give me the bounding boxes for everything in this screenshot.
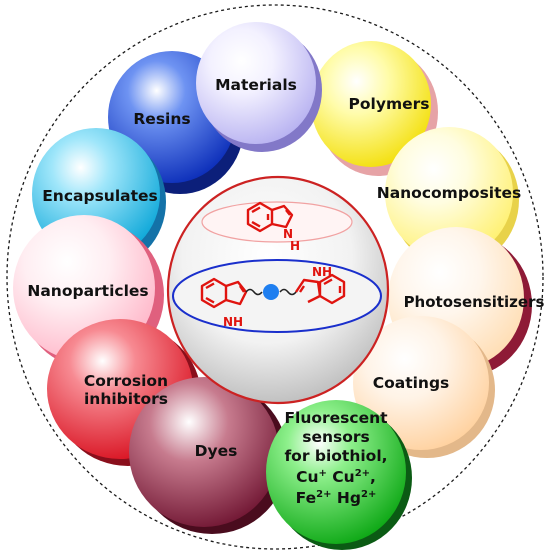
sphere-materials-body (196, 22, 316, 144)
indole-top-n-label: N (283, 227, 293, 241)
ion-cu2-tail: , (370, 468, 376, 486)
label-fluorescent-line3: for biothiol, (284, 447, 387, 465)
outer-dashed-boundary (6, 4, 544, 550)
label-resins: Resins (133, 110, 190, 128)
label-fluorescent-line4: Cu+ Cu2+, (296, 468, 376, 486)
label-corrosion-line1: Corrosion (84, 372, 168, 390)
label-materials: Materials (215, 76, 297, 94)
sphere-coatings-body (353, 316, 489, 450)
sphere-fluorescent (266, 400, 412, 550)
label-corrosion-line2: inhibitors (84, 390, 168, 408)
label-encapsulates: Encapsulates (42, 187, 158, 205)
center-top-ring (201, 201, 353, 243)
label-fluorescent-line5: Fe2+ Hg2+ (296, 489, 377, 507)
ion-cu-plus-sup: + (318, 468, 326, 479)
core-dot (263, 284, 279, 300)
sphere-materials (196, 22, 322, 152)
ion-hg: Hg (337, 489, 361, 507)
label-fluorescent-line1: Fluorescent (284, 409, 388, 427)
label-polymers: Polymers (349, 95, 430, 113)
sphere-coatings (353, 316, 495, 458)
ion-fe: Fe (296, 489, 316, 507)
label-fluorescent-line2: sensors (302, 428, 370, 446)
label-nanoparticles: Nanoparticles (27, 282, 148, 300)
sphere-nanocomposites-body (385, 127, 513, 259)
ion-cu2: Cu (332, 468, 354, 486)
sphere-dyes (129, 377, 288, 534)
ion-hg-sup: 2+ (361, 489, 376, 500)
sphere-dyes-body (129, 377, 279, 527)
label-dyes: Dyes (195, 442, 238, 460)
label-nanocomposites: Nanocomposites (377, 184, 522, 202)
indole-top-h-label: H (290, 239, 300, 253)
indole-left-nh-label: NH (223, 315, 243, 329)
sphere-nanocomposites (385, 127, 519, 267)
sphere-polymers-body (311, 41, 431, 167)
ion-cu2-sup: 2+ (355, 468, 370, 479)
label-coatings: Coatings (373, 374, 450, 392)
label-photosensitizers: Photosensitizers (404, 293, 545, 311)
ion-fe-sup: 2+ (316, 489, 331, 500)
ion-cu-plus: Cu (296, 468, 318, 486)
sphere-fluorescent-body (266, 400, 406, 544)
linker-left-wavy (245, 288, 263, 296)
linker-right-wavy (279, 288, 297, 296)
indole-molecule-right (295, 273, 346, 305)
indole-right-nh-label: NH (312, 265, 332, 279)
indole-molecule-top (246, 201, 294, 233)
